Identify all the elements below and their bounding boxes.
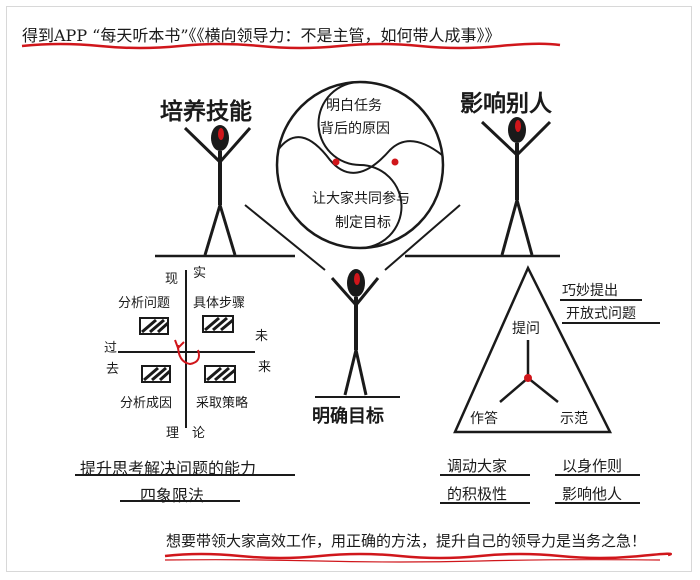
- axis-label-right-2: 来: [258, 360, 272, 375]
- axis-label-left-2: 去: [106, 362, 120, 377]
- footer-underline: [164, 552, 672, 560]
- right-caption-col2-line1: 以身作则: [562, 457, 623, 475]
- triangle-diagram: [453, 265, 660, 434]
- quadrant-bottom-right-label: 采取策略: [196, 396, 249, 411]
- axis-label-top-2: 实: [193, 266, 207, 281]
- connector-left: [244, 204, 326, 271]
- left-figure-title: 培养技能: [160, 99, 252, 125]
- quadrant-bottom-left-label: 分析成因: [120, 396, 173, 411]
- quadrant-top-left-label: 分析问题: [118, 296, 171, 311]
- triangle-right-label: 示范: [560, 411, 588, 427]
- title-underline: [21, 42, 561, 50]
- hatch-box-top-left: [139, 317, 170, 335]
- right-caption-col1-line2: 的积极性: [447, 485, 508, 503]
- quadrant-caption-line1: 提升思考解决问题的能力: [80, 459, 257, 478]
- yin-yang-top-line2: 背后的原因: [320, 121, 390, 137]
- axis-label-bottom-2: 论: [192, 426, 206, 441]
- quadrant-caption-line2: 四象限法: [140, 486, 205, 505]
- yin-yang-bottom-line2: 制定目标: [335, 215, 391, 231]
- axis-label-left-1: 过: [104, 341, 118, 356]
- yin-yang-symbol: [275, 80, 445, 250]
- axis-label-bottom-1: 理: [166, 426, 180, 441]
- footer-summary: 想要带领大家高效工作，用正确的方法，提升自己的领导力是当务之急！: [166, 532, 647, 550]
- stick-figure-right: [480, 117, 552, 256]
- right-figure-title: 影响别人: [460, 91, 552, 117]
- center-figure-title: 明确目标: [312, 406, 384, 427]
- stick-figure-left: [183, 125, 252, 256]
- stick-figure-center: [315, 269, 400, 398]
- hatch-box-bottom-left: [141, 365, 172, 383]
- axis-label-top-1: 现: [165, 272, 179, 287]
- hatch-box-top-right: [202, 315, 234, 333]
- quadrant-chart: [118, 270, 255, 428]
- yin-yang-top-line1: 明白任务: [326, 98, 382, 114]
- yin-yang-bottom-line1: 让大家共同参与: [312, 191, 410, 207]
- triangle-left-label: 作答: [470, 411, 498, 427]
- page-title: 得到APP “每天听本书”《《横向领导力：不是主管，如何带人成事》》: [22, 26, 501, 45]
- triangle-note-line1: 巧妙提出: [562, 283, 618, 299]
- connector-right: [384, 204, 461, 271]
- right-caption-col1-line1: 调动大家: [447, 457, 508, 475]
- triangle-note-line2: 开放式问题: [566, 306, 636, 322]
- triangle-top-label: 提问: [512, 321, 540, 337]
- hatch-box-bottom-right: [204, 365, 236, 383]
- axis-label-right-1: 未: [255, 329, 269, 344]
- quadrant-top-right-label: 具体步骤: [193, 296, 246, 311]
- right-caption-col2-line2: 影响他人: [562, 485, 623, 503]
